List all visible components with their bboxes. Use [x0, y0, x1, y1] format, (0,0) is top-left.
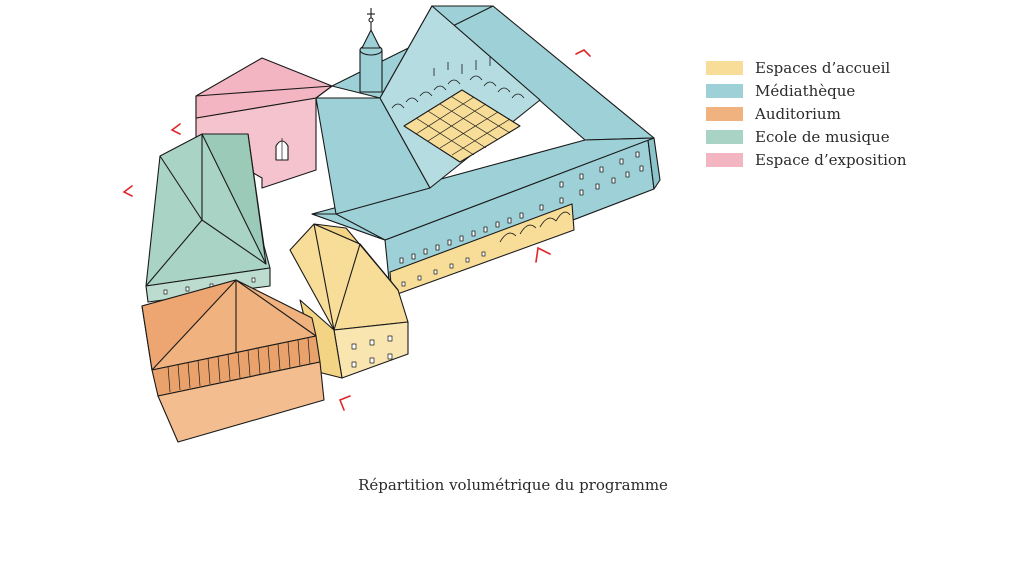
legend: Espaces d’accueil Médiathèque Auditorium…	[706, 56, 907, 171]
entrance-marker-icon	[535, 246, 551, 263]
exposition-volume	[195, 57, 333, 189]
mediatheque-windows	[399, 151, 644, 264]
legend-item: Auditorium	[706, 102, 907, 125]
entrance-marker-icon	[575, 49, 591, 57]
entrance-markers	[122, 49, 591, 411]
legend-swatch	[706, 106, 743, 121]
entrance-marker-icon	[122, 185, 133, 197]
bell-tower	[359, 8, 383, 93]
courtyard-floor	[403, 89, 521, 163]
legend-item: Espaces d’accueil	[706, 56, 907, 79]
legend-label: Médiathèque	[755, 81, 856, 100]
courtyard-arcades	[391, 56, 525, 109]
legend-label: Espace d’exposition	[755, 150, 907, 169]
entrance-marker-icon	[170, 123, 181, 135]
legend-swatch	[706, 60, 743, 75]
legend-swatch	[706, 152, 743, 167]
legend-label: Ecole de musique	[755, 127, 890, 146]
entrance-marker-icon	[338, 395, 351, 411]
legend-swatch	[706, 129, 743, 144]
legend-item: Espace d’exposition	[706, 148, 907, 171]
legend-item: Ecole de musique	[706, 125, 907, 148]
ecole-de-musique-volume	[145, 133, 271, 303]
legend-swatch	[706, 83, 743, 98]
legend-label: Espaces d’accueil	[755, 58, 891, 77]
legend-item: Médiathèque	[706, 79, 907, 102]
auditorium-volume	[141, 279, 325, 443]
legend-label: Auditorium	[755, 104, 841, 123]
diagram-caption: Répartition volumétrique du programme	[358, 476, 668, 494]
